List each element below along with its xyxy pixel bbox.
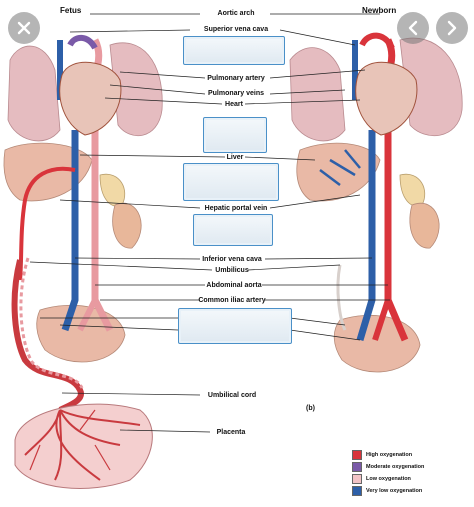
chevron-right-icon bbox=[447, 20, 457, 36]
legend-item: High oxygenation bbox=[352, 449, 424, 461]
legend-swatch bbox=[352, 486, 362, 496]
previous-button[interactable] bbox=[397, 12, 429, 44]
fetus-heading: Fetus bbox=[60, 6, 82, 15]
legend-label: Moderate oxygenation bbox=[366, 464, 425, 470]
fetus-umbilical-vein bbox=[18, 166, 76, 281]
fetus-iliac bbox=[77, 298, 98, 332]
close-icon bbox=[17, 21, 31, 35]
umbilical-cord-twist bbox=[19, 257, 84, 389]
label-pulmonary-artery: Pulmonary artery bbox=[207, 75, 265, 82]
answer-blank-1[interactable] bbox=[183, 36, 285, 65]
newborn-left-lung bbox=[289, 47, 346, 142]
legend-label: High oxygenation bbox=[366, 452, 413, 458]
newborn-heart bbox=[355, 61, 418, 136]
newborn-hepatic-veins bbox=[319, 149, 361, 186]
answer-blank-5[interactable] bbox=[178, 308, 292, 344]
answer-blank-3[interactable] bbox=[183, 163, 279, 201]
label-umbilical-cord: Umbilical cord bbox=[207, 392, 257, 399]
placenta-branches bbox=[29, 409, 111, 471]
newborn-heading: Newborn bbox=[362, 6, 397, 15]
label-inferior-vena-cava: Inferior vena cava bbox=[202, 256, 262, 263]
legend-item: Very low oxygenation bbox=[352, 485, 424, 497]
label-aortic-arch: Aortic arch bbox=[217, 10, 255, 17]
fetus-heart bbox=[59, 61, 122, 136]
chevron-left-icon bbox=[408, 20, 418, 36]
legend-swatch bbox=[352, 474, 362, 484]
panel-label: (b) bbox=[306, 405, 315, 412]
fetus-kidney bbox=[112, 202, 142, 249]
label-superior-vena-cava: Superior vena cava bbox=[203, 26, 269, 33]
label-abdominal-aorta: Abdominal aorta bbox=[206, 282, 262, 289]
legend-swatch bbox=[352, 462, 362, 472]
fetus-bladder bbox=[36, 304, 126, 363]
legend-item: Low oxygenation bbox=[352, 473, 424, 485]
fetus-pulmonary-artery bbox=[67, 34, 98, 50]
placenta-vessels bbox=[24, 409, 141, 481]
answer-blank-4[interactable] bbox=[193, 214, 273, 246]
label-placenta: Placenta bbox=[216, 429, 246, 436]
fetus-right-lung bbox=[109, 42, 163, 137]
newborn-ligament bbox=[336, 264, 347, 331]
label-liver: Liver bbox=[226, 154, 244, 161]
umbilical-cord-artery bbox=[11, 259, 84, 413]
newborn-iliac bbox=[372, 299, 391, 341]
label-pulmonary-veins: Pulmonary veins bbox=[207, 90, 265, 97]
newborn-liver bbox=[296, 142, 381, 202]
placenta bbox=[14, 403, 153, 489]
legend-label: Very low oxygenation bbox=[366, 488, 423, 494]
legend-swatch bbox=[352, 450, 362, 460]
answer-blank-2[interactable] bbox=[203, 117, 267, 153]
label-common-iliac-artery: Common iliac artery bbox=[198, 297, 266, 304]
legend: High oxygenation Moderate oxygenation Lo… bbox=[352, 449, 424, 497]
next-button[interactable] bbox=[436, 12, 468, 44]
newborn-kidney bbox=[409, 202, 440, 249]
fetus-adrenal bbox=[99, 173, 126, 207]
label-umbilicus: Umbilicus bbox=[215, 267, 249, 274]
newborn-right-lung bbox=[399, 37, 463, 137]
legend-item: Moderate oxygenation bbox=[352, 461, 424, 473]
label-hepatic-portal-vein: Hepatic portal vein bbox=[204, 205, 268, 212]
legend-label: Low oxygenation bbox=[366, 476, 411, 482]
newborn-adrenal bbox=[399, 173, 426, 207]
close-button[interactable] bbox=[8, 12, 40, 44]
newborn-aortic-arch bbox=[359, 32, 395, 50]
leader-lines bbox=[29, 13, 390, 433]
label-heart: Heart bbox=[225, 101, 243, 108]
fetus-ivc bbox=[61, 130, 79, 332]
fetus-left-lung bbox=[7, 45, 61, 142]
